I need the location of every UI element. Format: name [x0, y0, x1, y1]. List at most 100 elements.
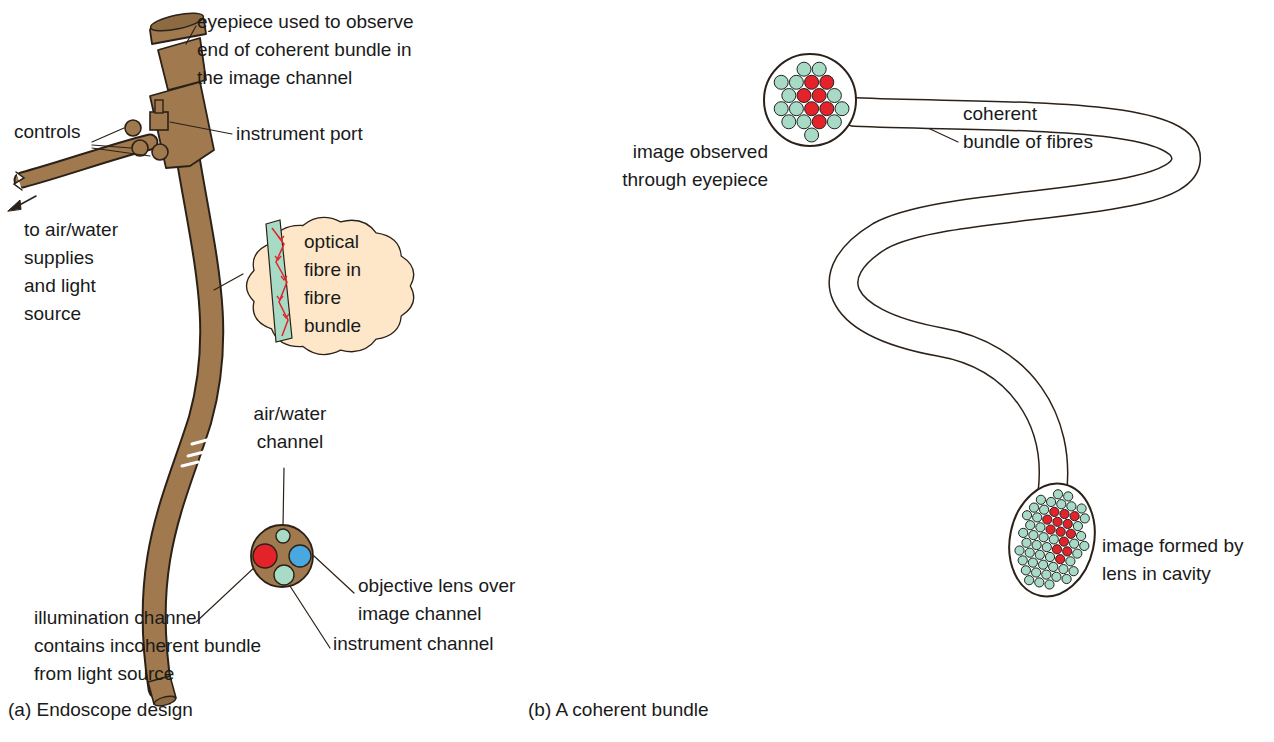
fibre — [1053, 517, 1062, 526]
fibre — [812, 115, 826, 129]
fibre — [1043, 515, 1052, 524]
fibre — [1056, 555, 1065, 564]
fibre — [782, 115, 796, 129]
fibre — [1073, 522, 1082, 531]
fibre — [1026, 521, 1035, 530]
fibre — [1028, 558, 1037, 567]
fibre — [1021, 566, 1030, 575]
fibre — [797, 89, 811, 103]
figure-caption: (b) A coherent bundle — [528, 696, 788, 724]
callout-text: optical fibre in fibre bundle — [304, 228, 394, 340]
part-label: air/water channel — [240, 400, 340, 456]
fibre — [1036, 495, 1045, 504]
fibre — [774, 75, 788, 89]
fibre — [1062, 574, 1071, 583]
fibre — [1059, 565, 1068, 574]
fibre — [1046, 525, 1055, 534]
fibre — [1052, 572, 1061, 581]
fibre — [1025, 576, 1034, 585]
fibre — [1077, 531, 1086, 540]
part-label: eyepiece used to observe end of coherent… — [197, 8, 425, 92]
part-label: instrument channel — [333, 630, 523, 658]
fibre — [1063, 519, 1072, 528]
fibre — [1039, 533, 1048, 542]
light-ray — [272, 228, 288, 336]
fibre — [789, 102, 803, 116]
fibre — [1053, 490, 1062, 499]
cloud-shape — [247, 217, 414, 354]
fibre — [1049, 562, 1058, 571]
fibre — [1059, 537, 1068, 546]
fibre — [1033, 513, 1042, 522]
fibre — [1025, 548, 1034, 557]
fibre — [1070, 512, 1079, 521]
fibre — [1049, 535, 1058, 544]
fibre — [1080, 514, 1089, 523]
fibre — [1069, 567, 1078, 576]
ray-arrow — [278, 236, 284, 240]
fibre — [1029, 531, 1038, 540]
fibre — [1039, 560, 1048, 569]
fibre — [1057, 500, 1066, 509]
part-label: objective lens over image channel — [358, 572, 568, 628]
fibre — [1080, 541, 1089, 550]
fibre — [797, 115, 811, 129]
part-label: instrument port — [236, 120, 406, 148]
fibre — [1019, 528, 1028, 537]
fibre — [1032, 568, 1041, 577]
figure-caption: (a) Endoscope design — [8, 696, 268, 724]
fibre — [812, 89, 826, 103]
fibre — [782, 89, 796, 103]
ray-arrow — [283, 314, 289, 318]
fibre — [835, 102, 849, 116]
part-label: to air/water supplies and light source — [24, 216, 124, 328]
part-label: image observed through eyepiece — [600, 138, 768, 194]
fibre — [1040, 505, 1049, 514]
part-label: controls — [14, 118, 104, 146]
fibre — [1022, 511, 1031, 520]
fibre — [820, 102, 834, 116]
fibre — [1063, 547, 1072, 556]
fibre — [1073, 549, 1082, 558]
part-label: coherent bundle of fibres — [963, 100, 1097, 156]
fibre — [1056, 527, 1065, 536]
ray-arrow — [281, 276, 287, 280]
fibre — [1035, 550, 1044, 559]
fibre — [1022, 538, 1031, 547]
fibre — [774, 102, 788, 116]
fibre — [1045, 552, 1054, 561]
fibre — [805, 128, 819, 142]
fibre — [1029, 503, 1038, 512]
fibre — [1045, 580, 1054, 589]
part-label: illumination channel contains incoherent… — [34, 604, 262, 688]
fibre — [1035, 578, 1044, 587]
fibre — [1064, 492, 1073, 501]
part-label: image formed by lens in cavity — [1102, 532, 1270, 588]
fibre — [1052, 545, 1061, 554]
ray-arrow — [275, 256, 281, 260]
fibre — [1077, 504, 1086, 513]
fibre — [797, 62, 811, 76]
fibre — [812, 62, 826, 76]
fibre — [1042, 543, 1051, 552]
fibre — [1036, 523, 1045, 532]
fibre — [827, 115, 841, 129]
fibre — [1070, 539, 1079, 548]
fibre — [1042, 570, 1051, 579]
fibre — [1050, 507, 1059, 516]
fibre — [1047, 497, 1056, 506]
fibre — [820, 75, 834, 89]
fibre — [805, 102, 819, 116]
fibre — [1066, 557, 1075, 566]
fibre — [1018, 556, 1027, 565]
fibre — [805, 75, 819, 89]
fibre-sketch — [266, 220, 292, 342]
callout-cloud: optical fibre in fibre bundle — [236, 208, 426, 364]
ray-arrow — [277, 296, 283, 300]
fibre — [789, 75, 803, 89]
fibre — [1066, 529, 1075, 538]
fibre — [1032, 540, 1041, 549]
fibre — [827, 89, 841, 103]
